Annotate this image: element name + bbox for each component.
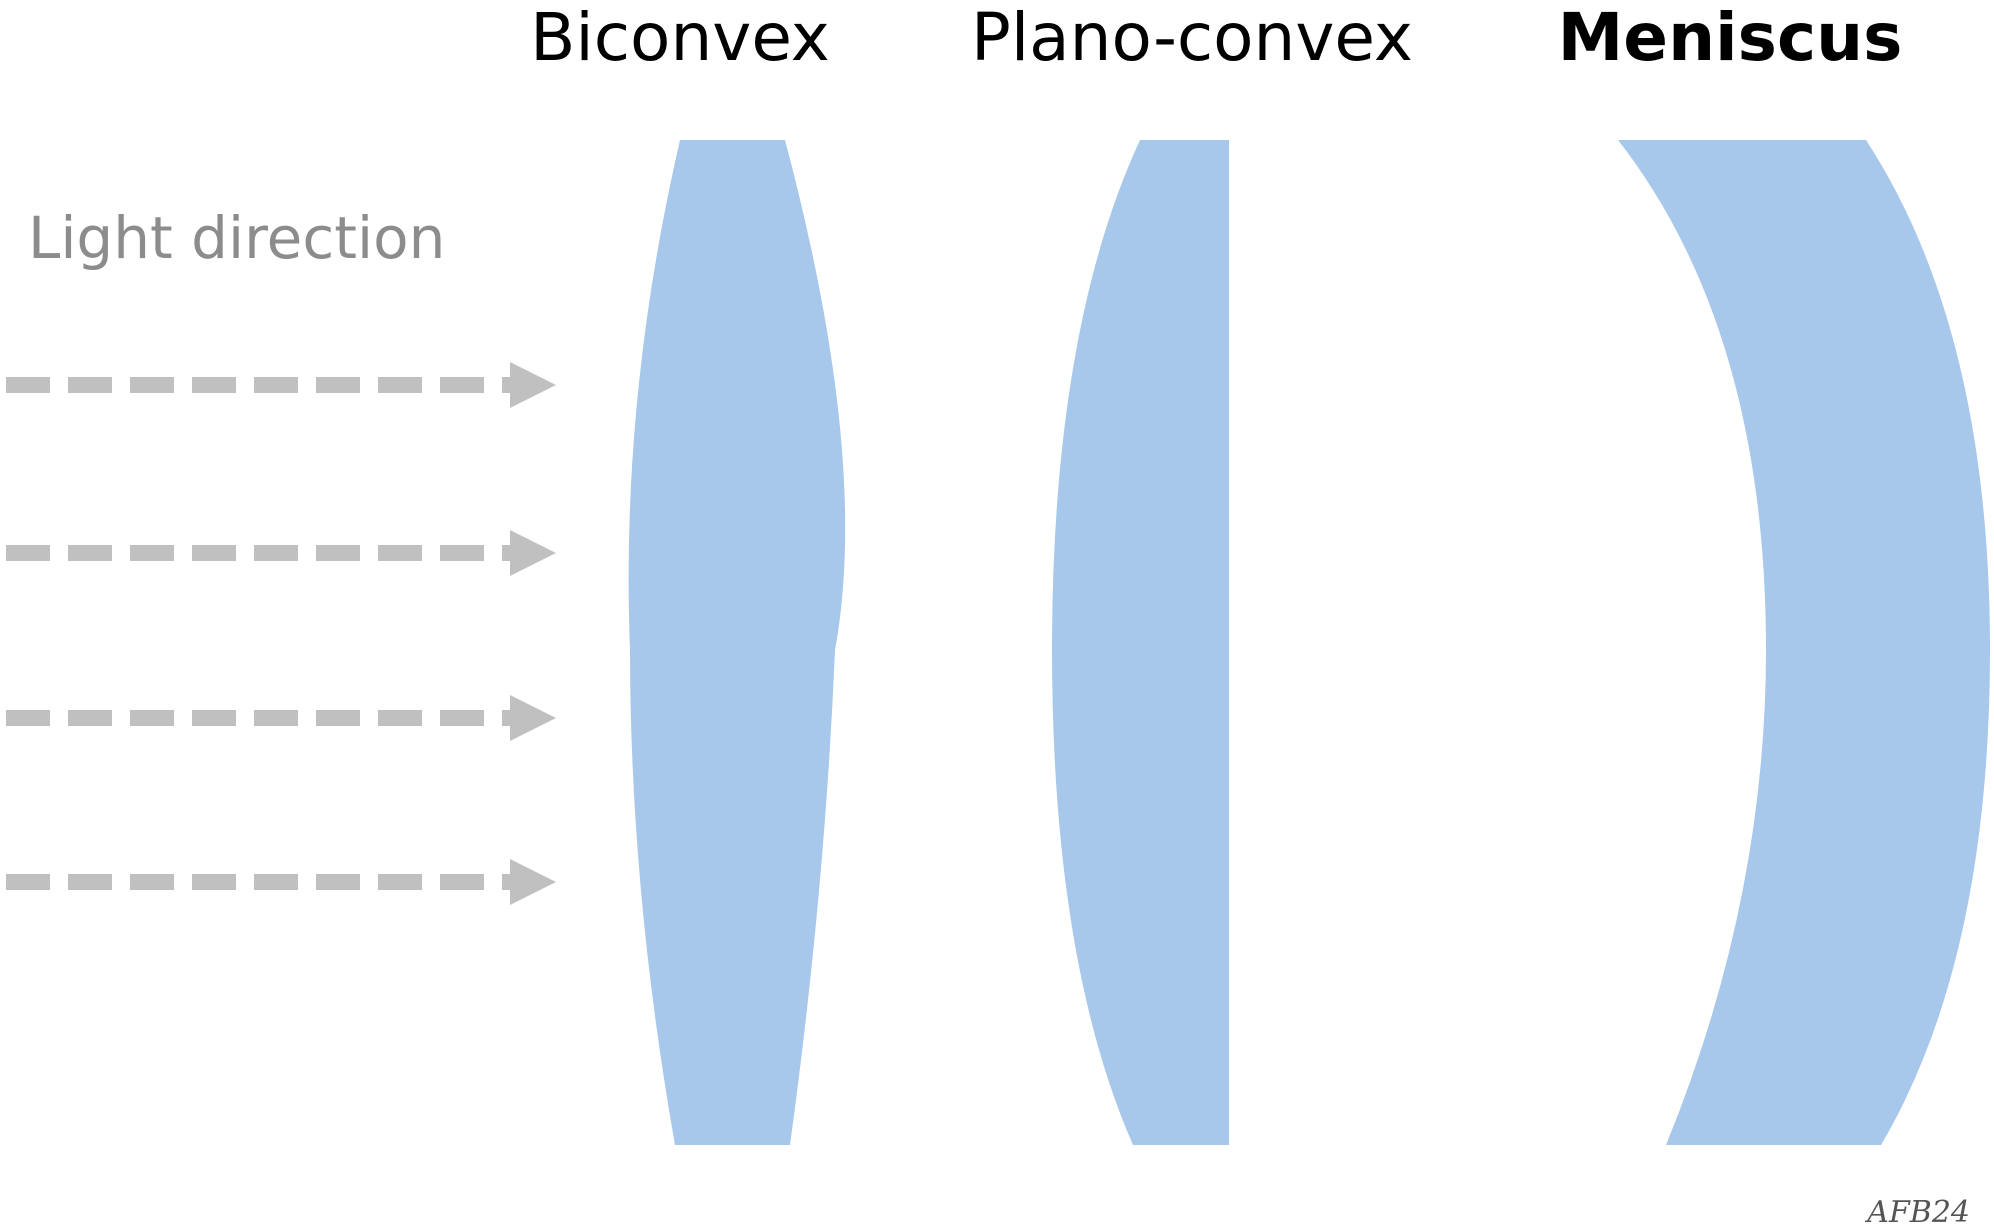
meniscus-label: Meniscus xyxy=(1558,0,1903,76)
light-arrow-1-head xyxy=(510,362,556,408)
signature: AFB24 xyxy=(1864,1195,1970,1229)
biconvex-lens xyxy=(628,140,846,1145)
light-arrow-4 xyxy=(6,859,556,905)
light-direction-label: Light direction xyxy=(28,204,445,272)
biconvex-label: Biconvex xyxy=(530,0,830,76)
light-arrow-2 xyxy=(6,530,556,576)
light-arrow-1 xyxy=(6,362,556,408)
plano-convex-lens xyxy=(1052,140,1229,1145)
plano-convex-label: Plano-convex xyxy=(971,0,1413,76)
light-arrow-4-head xyxy=(510,859,556,905)
light-arrow-3 xyxy=(6,695,556,741)
light-arrow-2-head xyxy=(510,530,556,576)
light-arrow-3-head xyxy=(510,695,556,741)
meniscus-lens xyxy=(1618,140,1990,1145)
